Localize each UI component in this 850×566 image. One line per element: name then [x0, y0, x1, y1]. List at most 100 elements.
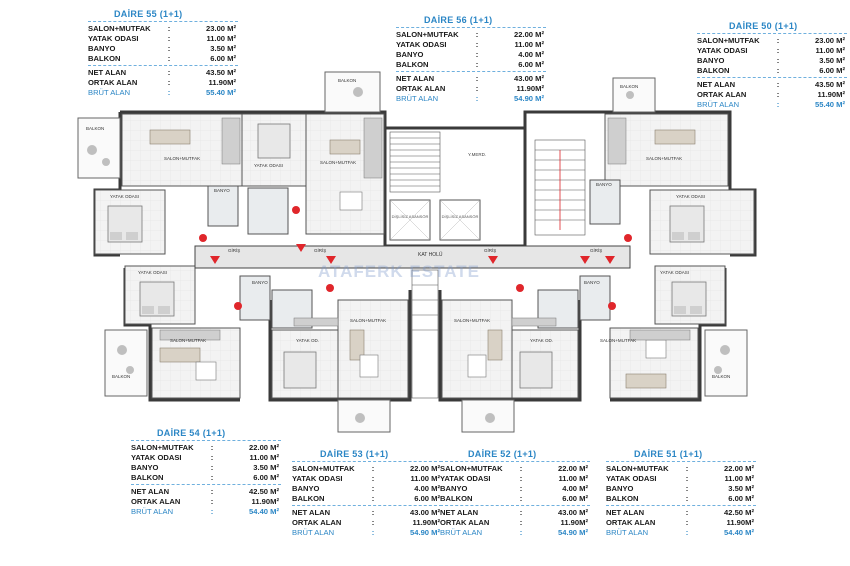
- brut-label: BRÜT ALAN: [697, 100, 740, 109]
- room-area: 3.50 M²: [728, 484, 754, 493]
- lower-core: [411, 269, 439, 399]
- table-icon: [645, 339, 667, 359]
- net-label: NET ALAN: [606, 508, 645, 517]
- net-value: 43.50 M²: [206, 68, 236, 77]
- planter-icon: [353, 87, 363, 97]
- net-value: 43.00 M²: [410, 508, 440, 517]
- room-area: 11.00 M²: [558, 474, 588, 483]
- room-label-salon: SALON+MUTFAK: [600, 338, 637, 343]
- corridor: [194, 245, 631, 269]
- planter-icon: [714, 366, 722, 374]
- area-row: BALKON : 6.00 M²: [88, 54, 238, 64]
- sofas: [149, 129, 696, 389]
- daire-52-area-table: DAİRE 52 (1+1) SALON+MUTFAK : 22.00 M² Y…: [440, 448, 590, 538]
- daire-55-bath: [207, 185, 239, 227]
- elevator-label-left: DİŞLİSİZ ASANSÖR: [391, 214, 429, 219]
- unit-title: DAİRE 51 (1+1): [634, 449, 703, 459]
- colon: :: [685, 528, 689, 537]
- brut-area-row: BRÜT ALAN : 54.40 M²: [606, 528, 756, 538]
- room-name: BALKON: [440, 494, 473, 503]
- colon: :: [475, 50, 479, 59]
- room-name: SALON+MUTFAK: [697, 36, 760, 45]
- ortak-area-row: ORTAK ALAN : 11.90M²: [697, 90, 847, 100]
- room-name: BALKON: [292, 494, 325, 503]
- entrance-label: GİRİŞ: [228, 248, 241, 253]
- net-area-row: NET ALAN : 43.50 M²: [697, 80, 847, 90]
- entrance-dot: [199, 234, 207, 242]
- brut-area-row: BRÜT ALAN : 54.90 M²: [292, 528, 442, 538]
- daire-55-balcony: [77, 117, 121, 179]
- area-row: SALON+MUTFAK : 22.00 M²: [396, 30, 546, 40]
- colon: :: [210, 453, 214, 462]
- title-rule: [88, 21, 238, 22]
- sofa-icon: [329, 139, 361, 155]
- area-row: YATAK ODASI : 11.00 M²: [292, 474, 442, 484]
- colon: :: [685, 484, 689, 493]
- ortak-area-row: ORTAK ALAN : 11.90M²: [606, 518, 756, 528]
- daire-50-bath: [589, 179, 621, 225]
- room-area: 22.00 M²: [249, 443, 279, 452]
- elevators: [389, 199, 481, 241]
- table-icon: [195, 361, 217, 381]
- planter-icon: [102, 158, 110, 166]
- colon: :: [475, 60, 479, 69]
- net-area-row: NET ALAN : 43.00 M²: [396, 74, 546, 84]
- entrance-dot: [516, 284, 524, 292]
- net-value: 42.50 M²: [249, 487, 279, 496]
- net-value: 42.50 M²: [724, 508, 754, 517]
- room-label-balkon: BALKON: [620, 84, 639, 89]
- daire-51-balcony: [704, 329, 748, 397]
- room-label-banyo: BANYO: [214, 188, 230, 193]
- net-label: NET ALAN: [292, 508, 331, 517]
- room-label-banyo: BANYO: [596, 182, 612, 187]
- bed-icon: [519, 351, 553, 389]
- colon: :: [210, 463, 214, 472]
- daire-53-salon: [337, 299, 409, 399]
- sofa-icon: [159, 347, 201, 363]
- area-row: SALON+MUTFAK : 23.00 M²: [697, 36, 847, 46]
- entrance-markers: [199, 206, 632, 310]
- colon: :: [167, 44, 171, 53]
- planter-icon: [626, 91, 634, 99]
- net-label: NET ALAN: [440, 508, 479, 517]
- room-name: BALKON: [697, 66, 730, 75]
- area-row: BALKON : 6.00 M²: [697, 66, 847, 76]
- unit-title: DAİRE 56 (1+1): [424, 15, 493, 25]
- room-name: SALON+MUTFAK: [606, 464, 669, 473]
- brut-value: 54.90 M²: [410, 528, 440, 537]
- room-area: 3.50 M²: [253, 463, 279, 472]
- room-name: BANYO: [131, 463, 159, 472]
- colon: :: [371, 528, 375, 537]
- bed-icon: [257, 123, 291, 159]
- net-area-row: NET ALAN : 42.50 M²: [131, 487, 281, 497]
- unit-title: DAİRE 52 (1+1): [468, 449, 537, 459]
- net-area-row: NET ALAN : 43.00 M²: [440, 508, 590, 518]
- room-label-balkon: BALKON: [338, 78, 357, 83]
- colon: :: [371, 484, 375, 493]
- area-row: BALKON : 6.00 M²: [440, 494, 590, 504]
- brut-value: 55.40 M²: [815, 100, 845, 109]
- entrance-arrow-icon: [326, 256, 336, 264]
- daire-53-area-table: DAİRE 53 (1+1) SALON+MUTFAK : 22.00 M² Y…: [292, 448, 442, 538]
- ortak-label: ORTAK ALAN: [606, 518, 656, 527]
- colon: :: [210, 473, 214, 482]
- planter-icon: [126, 366, 134, 374]
- table-icon: [467, 354, 487, 378]
- area-row: SALON+MUTFAK : 22.00 M²: [440, 464, 590, 474]
- daire-54-bath: [239, 275, 271, 321]
- room-name: BANYO: [396, 50, 424, 59]
- room-area: 11.00 M²: [514, 40, 544, 49]
- colon: :: [776, 56, 780, 65]
- net-area-row: NET ALAN : 43.50 M²: [88, 68, 238, 78]
- entrance-dot: [624, 234, 632, 242]
- entrance-arrow-icon: [488, 256, 498, 264]
- area-row: BANYO : 3.50 M²: [88, 44, 238, 54]
- room-label-yatak: YATAK ODASI: [254, 163, 284, 168]
- table-icon: [339, 191, 363, 211]
- net-area-row: NET ALAN : 43.00 M²: [292, 508, 442, 518]
- room-name: SALON+MUTFAK: [88, 24, 151, 33]
- brut-value: 54.40 M²: [724, 528, 754, 537]
- daire-54-area-table: DAİRE 54 (1+1) SALON+MUTFAK : 22.00 M² Y…: [131, 427, 281, 517]
